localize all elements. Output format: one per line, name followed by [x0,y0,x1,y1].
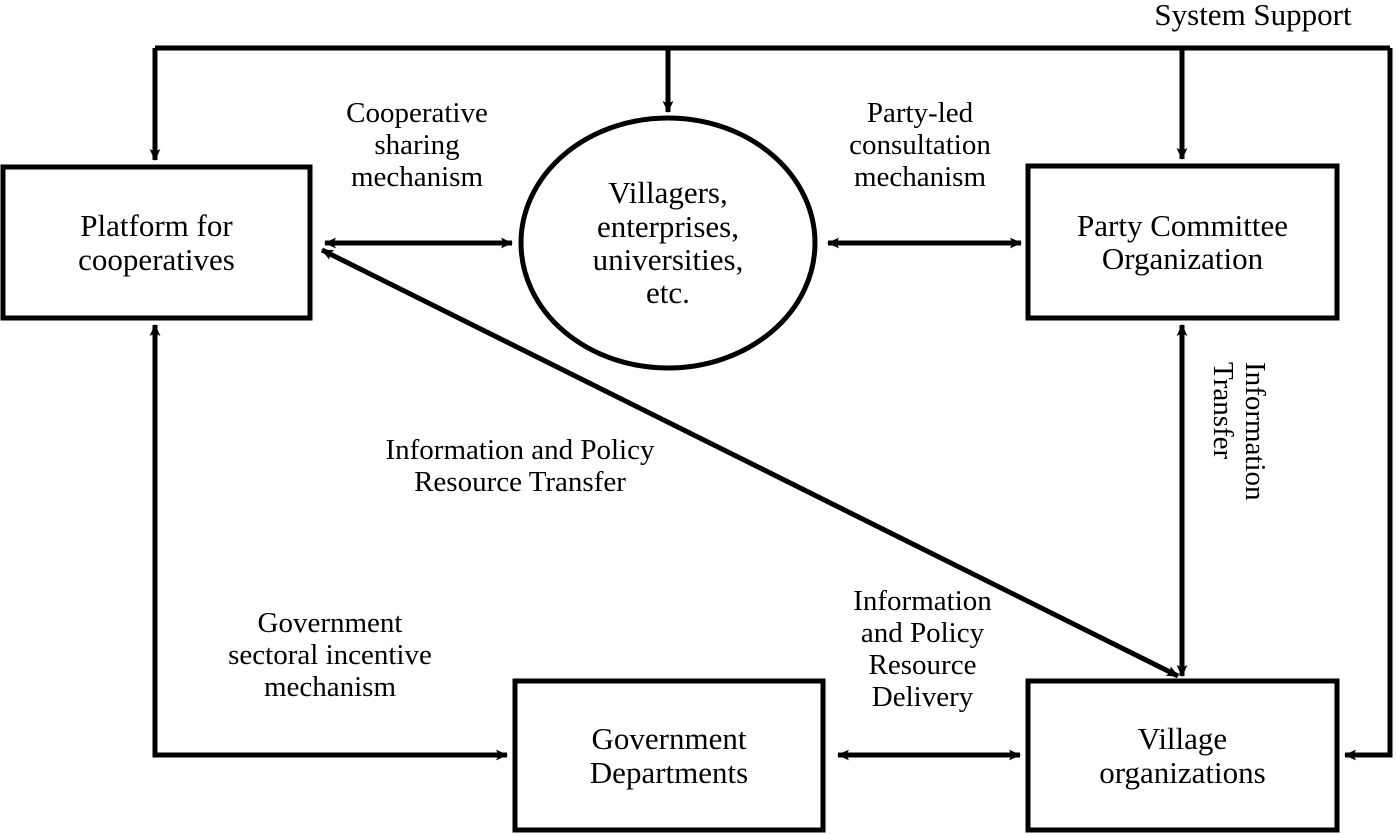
edge-label-system-support: System Support [1154,0,1352,32]
edge-label-information-transfer: Information Transfer [1206,362,1271,501]
edge-label-cooperative-sharing-mechanism: Cooperative sharing mechanism [346,97,488,193]
edge-label-information-and-policy-resource-transfer: Information and Policy Resource Transfer [385,434,655,498]
node-village-organizations [1025,678,1340,833]
node-government-departments [512,678,826,833]
edge-label-government-sectoral-incentive-mechanism: Government sectoral incentive mechanism [228,607,432,703]
edge-label-party-led-consultation-mechanism: Party-led consultation mechanism [849,97,991,193]
edge-system-support-to-village [1344,48,1393,761]
node-party-committee-organization [1025,163,1340,321]
edge-village-platform-diagonal [320,247,1180,679]
edge-platform-to-government [152,325,508,761]
edge-label-information-and-policy-resource-delivery: Information and Policy Resource Delivery [853,585,992,713]
node-platform-for-cooperatives [0,164,313,321]
node-stakeholders-ellipse [518,115,818,371]
